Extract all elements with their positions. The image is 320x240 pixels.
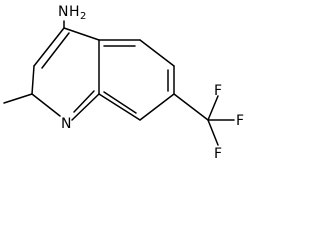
- fluorine-right-label: F: [236, 113, 244, 129]
- bond-c4-c4a: [63, 27, 100, 41]
- amine-hydrogen-label: H: [69, 4, 80, 20]
- ring-nitrogen-label: N: [61, 116, 71, 132]
- bond-layer: [3, 20, 235, 146]
- fluorine-bottom-label: F: [214, 146, 222, 162]
- bond-c7-c8: [139, 93, 175, 121]
- bond-cf3-f-bottom: [207, 119, 219, 146]
- bond-cf3-f-top: [207, 95, 219, 121]
- atom-label-layer: N H 2 N F F F: [58, 4, 244, 162]
- bond-c4-c3-double: [41, 32, 70, 69]
- bond-c8-c8a-double: [103, 91, 137, 114]
- bond-c8-c8a: [98, 93, 141, 121]
- bond-c7-cf3: [173, 93, 209, 121]
- bond-n1-c8a-double: [73, 90, 95, 113]
- quinoline-structure-diagram: N H 2 N F F F: [3, 4, 244, 162]
- amine-nitrogen-label: N: [58, 4, 68, 20]
- bond-c2-n1: [31, 93, 61, 117]
- bond-c2-methyl: [3, 93, 33, 104]
- bond-n1-c8a: [71, 93, 100, 121]
- fluorine-top-label: F: [214, 83, 222, 99]
- amine-hydrogen-count: 2: [80, 11, 86, 22]
- bond-c5-c6: [139, 39, 175, 67]
- bond-c3-c2: [31, 65, 35, 95]
- bond-c4-c3: [33, 27, 65, 67]
